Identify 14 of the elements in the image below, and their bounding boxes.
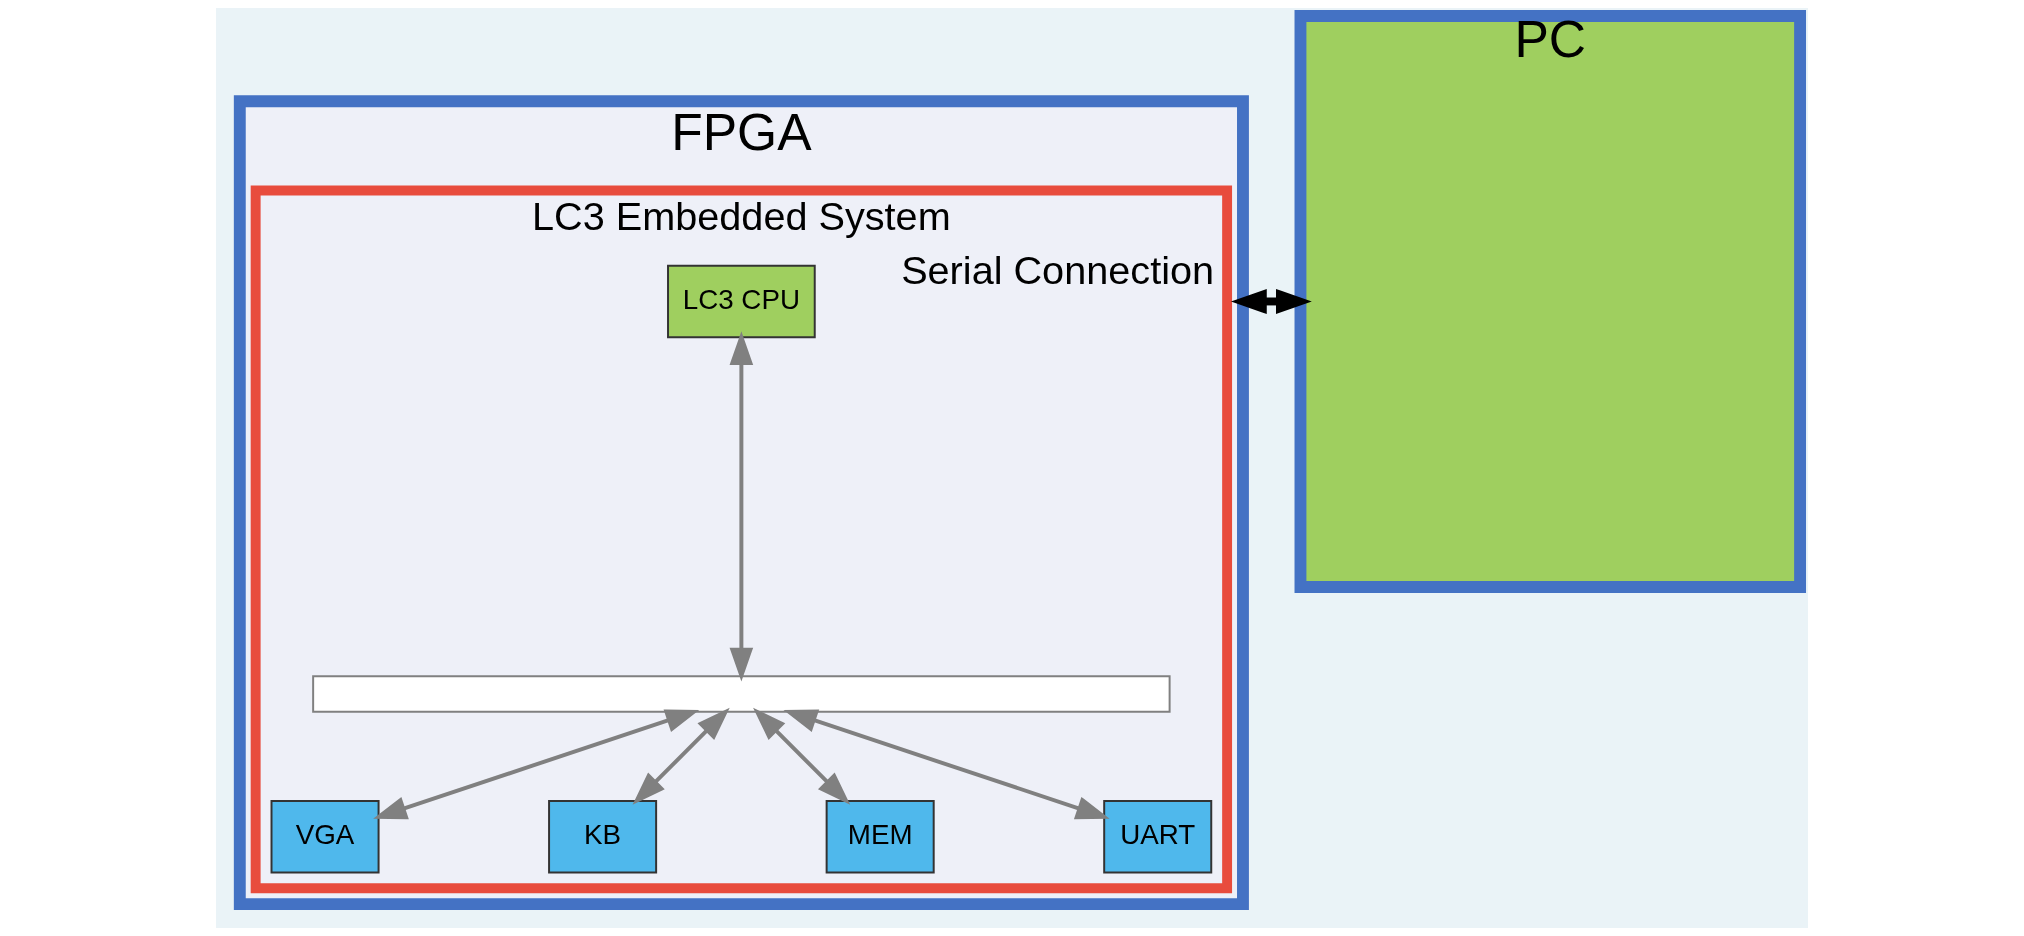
node-box: PC <box>1294 10 1806 593</box>
edge-label: Serial Connection <box>901 247 1215 292</box>
node-box: MEM <box>825 800 935 874</box>
arrow <box>783 709 1110 820</box>
arrow <box>1230 288 1312 314</box>
node-box: VGA <box>270 800 380 874</box>
arrow <box>632 707 730 805</box>
node-box: UART <box>1103 800 1213 874</box>
node-box: KB <box>548 800 658 874</box>
arrow <box>753 707 851 805</box>
node-box: LC3 CPU <box>667 264 816 339</box>
arrow <box>729 331 754 682</box>
node-bar <box>312 675 1171 713</box>
arrow <box>373 709 700 820</box>
